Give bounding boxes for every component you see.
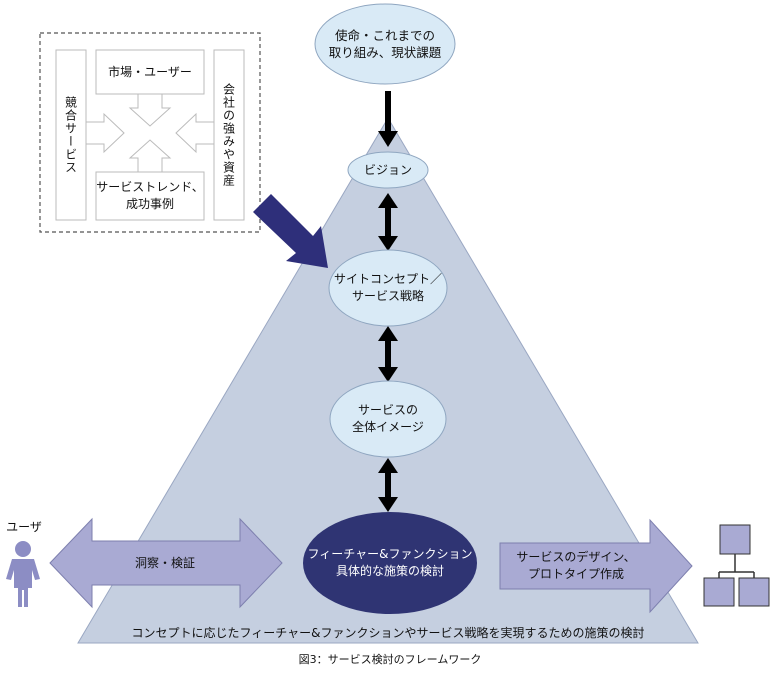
input-flow-arrow <box>253 194 328 268</box>
base-text: コンセプトに応じたフィーチャー&ファンクションやサービス戦略を実現するための施策… <box>131 625 645 640</box>
design-arrow-label: サービスのデザイン、 プロトタイプ作成 <box>516 550 636 581</box>
figure-caption: 図3：サービス検討のフレームワーク <box>298 652 482 666</box>
overall-node-shape <box>329 380 447 458</box>
insight-arrow-label: 洞察・検証 <box>134 555 195 570</box>
overall-image-label: サービスの 全体イメージ <box>352 403 424 434</box>
vision-node-label: ビジョン <box>363 162 412 177</box>
design-arrow <box>499 518 693 614</box>
strengths-label: 会社の強みや資産 <box>221 83 236 187</box>
market-label: 市場・ユーザー <box>108 64 192 79</box>
top-node-label: 使命・これまでの 取り組み、現状課題 <box>328 28 442 60</box>
market-box <box>95 49 205 95</box>
top-node-shape <box>314 3 456 85</box>
concept-node-label: サイトコンセプト／ サービス戦略 <box>333 272 442 303</box>
features-node-label: フィーチャー&ファンクション 具体的な施策の検討 <box>307 547 473 578</box>
user-label: ユーザ <box>6 519 42 534</box>
converging-arrows <box>85 93 215 173</box>
prototype-tree-icon <box>703 524 770 607</box>
insight-arrow <box>49 517 283 609</box>
vision-node-shape <box>347 151 429 189</box>
competitors-label: 競合サービス <box>63 96 78 174</box>
user-icon <box>6 541 40 607</box>
trends-label: サービストレンド、 成功事例 <box>96 180 204 211</box>
concept-node-shape <box>328 249 448 327</box>
flow-arrows <box>378 91 398 512</box>
competitors-box <box>55 49 87 221</box>
features-node-shape <box>303 512 477 614</box>
